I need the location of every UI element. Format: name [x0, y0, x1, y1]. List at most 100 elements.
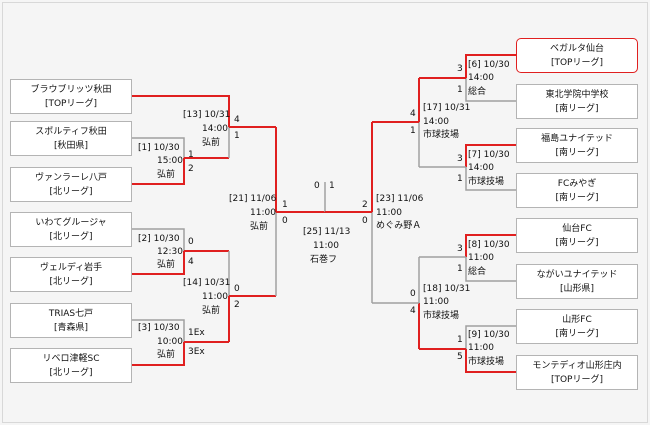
match-info: [13] 10/31 — [183, 110, 231, 120]
winner-line — [132, 95, 230, 127]
match-info: [17] 10/31 — [423, 103, 471, 113]
team-name: ベガルタ仙台 — [549, 44, 604, 54]
match-info: [8] 10/30 — [468, 240, 510, 250]
score: 1 — [457, 264, 463, 274]
score: 1 — [410, 126, 416, 136]
match-venue: 総合 — [468, 87, 487, 97]
match-info: [18] 10/31 — [423, 284, 471, 294]
team-box: ヴァンラーレ八戸[北リーグ] — [10, 167, 132, 202]
match-venue: めぐみ野Ａ — [376, 221, 422, 231]
score: 1 — [282, 200, 288, 210]
match-time: 14:00 — [468, 163, 494, 173]
final-match-time: 11:00 — [313, 241, 339, 251]
match-venue: 弘前 — [250, 222, 269, 232]
match-time: 11:00 — [250, 208, 276, 218]
match-info: [1] 10/30 — [138, 143, 180, 153]
team-league: [南リーグ] — [555, 238, 599, 248]
team-box: モンテディオ山形庄内 [TOPリーグ] — [516, 355, 638, 390]
match-info: [3] 10/30 — [138, 323, 180, 333]
team-league: [北リーグ] — [49, 232, 93, 242]
champion-team-box: ベガルタ仙台 [TOPリーグ] — [516, 38, 638, 73]
team-name: ながいユナイテッド — [536, 270, 618, 280]
score: 2 — [234, 300, 240, 310]
team-league: [南リーグ] — [555, 329, 599, 339]
team-name: リベロ津軽SC — [42, 354, 100, 364]
team-name: FCみやぎ — [557, 179, 597, 189]
team-box: FCみやぎ [南リーグ] — [516, 173, 638, 208]
team-league: [TOPリーグ] — [550, 58, 604, 68]
winner-line — [465, 144, 516, 167]
match-time: 11:00 — [468, 343, 494, 353]
match-time: 14:00 — [423, 117, 449, 127]
match-time: 11:00 — [423, 297, 449, 307]
match-venue: 弘前 — [202, 306, 221, 316]
team-box: 東北学院中学校[南リーグ] — [516, 84, 638, 119]
final-score-left: 0 — [314, 181, 320, 191]
bracket-line — [132, 137, 185, 158]
score: 1 — [457, 335, 463, 345]
winner-line — [132, 342, 185, 366]
team-name: スポルティフ秋田 — [35, 127, 107, 137]
winner-line — [465, 234, 516, 257]
bracket-line — [132, 319, 185, 342]
score: 1 — [188, 150, 194, 160]
team-name: モンテディオ山形庄内 — [532, 361, 622, 371]
bracket-line — [465, 167, 516, 191]
team-box: いわてグルージャ[北リーグ] — [10, 212, 132, 247]
score: 3 — [457, 154, 463, 164]
final-score-right: 1 — [329, 181, 335, 191]
winner-line — [132, 158, 185, 185]
team-box: ながいユナイテッド [山形県] — [516, 264, 638, 299]
match-info: [7] 10/30 — [468, 150, 510, 160]
score: 2 — [188, 164, 194, 174]
bracket-line — [465, 257, 516, 282]
team-league: [TOPリーグ] — [550, 375, 604, 385]
team-league: [北リーグ] — [49, 277, 93, 287]
match-time: 14:00 — [468, 73, 494, 83]
match-info: [21] 11/06 — [229, 194, 277, 204]
score: 4 — [234, 115, 240, 125]
match-info: [2] 10/30 — [138, 234, 180, 244]
match-info: [23] 11/06 — [376, 194, 424, 204]
winner-line — [132, 251, 185, 275]
match-venue: 総合 — [468, 267, 487, 277]
score: 0 — [362, 216, 368, 226]
match-time: 15:00 — [157, 156, 183, 166]
team-name: 福島ユナイテッド — [541, 134, 613, 144]
match-venue: 弘前 — [202, 138, 221, 148]
team-name: ヴェルディ岩手 — [39, 263, 103, 273]
match-time: 11:00 — [376, 208, 402, 218]
team-league: [南リーグ] — [555, 193, 599, 203]
score: 1 — [234, 131, 240, 141]
score: 1Ex — [188, 328, 205, 338]
team-box: スポルティフ秋田 [秋田県] — [10, 121, 132, 156]
score: 4 — [410, 109, 416, 119]
score: 4 — [188, 257, 194, 267]
team-box: 山形FC [南リーグ] — [516, 309, 638, 344]
score: 3Ex — [188, 347, 205, 357]
match-venue: 弘前 — [157, 170, 176, 180]
team-name: 東北学院中学校 — [545, 90, 609, 100]
match-time: 12:30 — [157, 247, 183, 257]
match-venue: 市球技場 — [468, 357, 505, 367]
team-box: ヴェルディ岩手 [北リーグ] — [10, 257, 132, 292]
bracket-line — [465, 78, 516, 102]
team-name: 山形FC — [562, 315, 592, 325]
final-match-venue: 石巻フ — [310, 255, 338, 265]
final-match-info: [25] 11/13 — [303, 227, 351, 237]
match-time: 10:00 — [157, 337, 183, 347]
team-league: [秋田県] — [53, 141, 89, 151]
match-venue: 市球技場 — [468, 177, 505, 187]
team-league: [北リーグ] — [49, 187, 93, 197]
match-info: [14] 10/31 — [183, 278, 231, 288]
score: 0 — [410, 289, 416, 299]
team-league: [青森県] — [53, 323, 89, 333]
match-time: 14:00 — [202, 124, 228, 134]
match-venue: 市球技場 — [423, 311, 460, 321]
team-box: リベロ津軽SC[北リーグ] — [10, 348, 132, 383]
winner-line — [465, 349, 516, 373]
match-time: 11:00 — [468, 253, 494, 263]
match-time: 11:00 — [202, 292, 228, 302]
team-league: [山形県] — [559, 284, 595, 294]
